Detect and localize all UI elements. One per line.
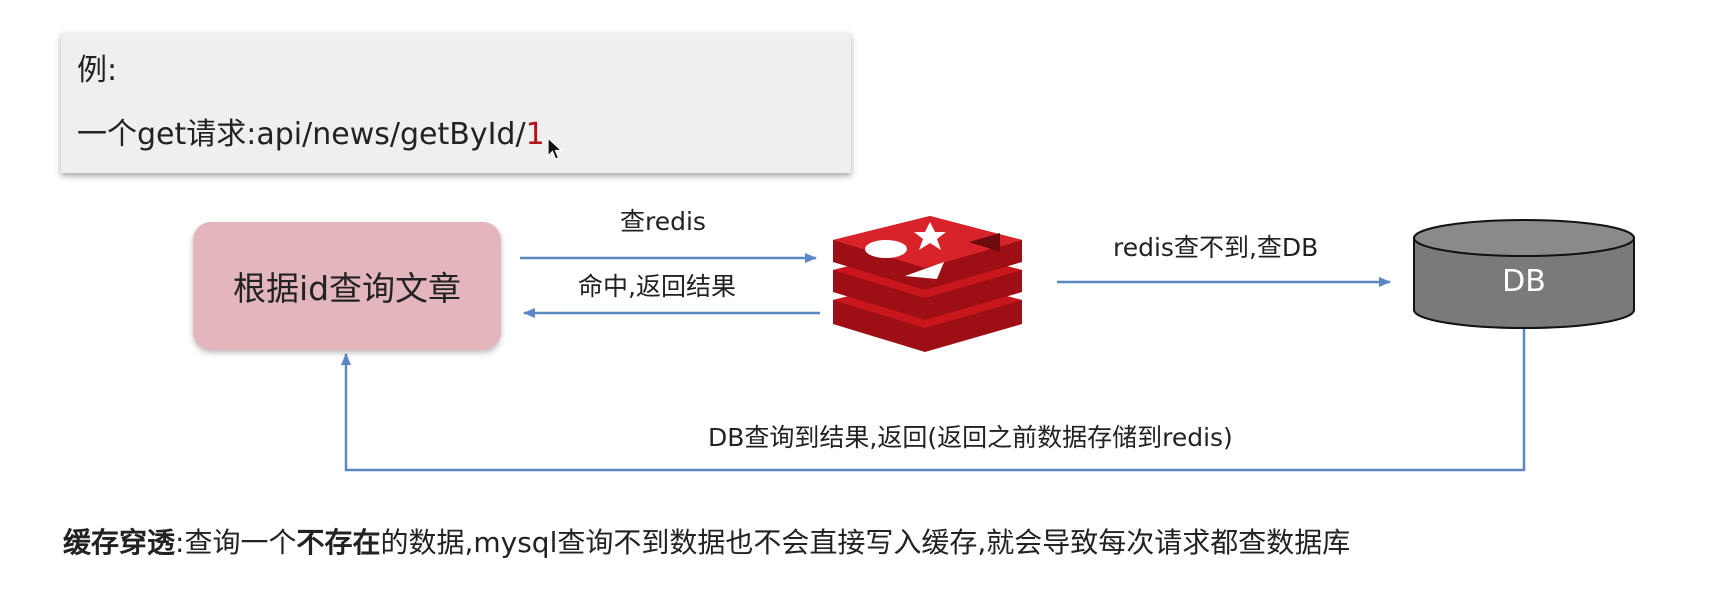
label-hit-return: 命中,返回结果	[578, 272, 736, 301]
example-box: 例: 一个get请求:api/news/getById/1	[61, 33, 851, 173]
note-emphasis: 不存在	[296, 526, 381, 559]
article-query-node: 根据id查询文章	[193, 222, 501, 350]
cache-penetration-note: 缓存穿透:查询一个不存在的数据,mysql查询不到数据也不会直接写入缓存,就会导…	[63, 526, 1350, 560]
article-query-label: 根据id查询文章	[232, 269, 462, 308]
label-query-db: redis查不到,查DB	[1113, 233, 1319, 262]
note-part-1: :查询一个	[175, 526, 297, 559]
note-part-2: 的数据,mysql查询不到数据也不会直接写入缓存,就会导致每次请求都查数据库	[380, 526, 1351, 559]
request-path: 一个get请求:api/news/getById/	[77, 117, 526, 152]
request-id: 1	[525, 117, 545, 152]
label-db-return: DB查询到结果,返回(返回之前数据存储到redis)	[708, 423, 1233, 452]
db-cylinder	[1413, 219, 1635, 329]
arrow-db-return	[341, 326, 1526, 472]
term-cache-penetration: 缓存穿透	[63, 526, 176, 559]
db-label: DB	[1502, 264, 1546, 299]
redis-logo-icon	[833, 216, 1022, 352]
label-query-redis: 查redis	[620, 207, 706, 236]
mouse-cursor-icon	[547, 137, 564, 160]
example-label: 例:	[77, 53, 118, 88]
example-request: 一个get请求:api/news/getById/1	[77, 117, 545, 153]
